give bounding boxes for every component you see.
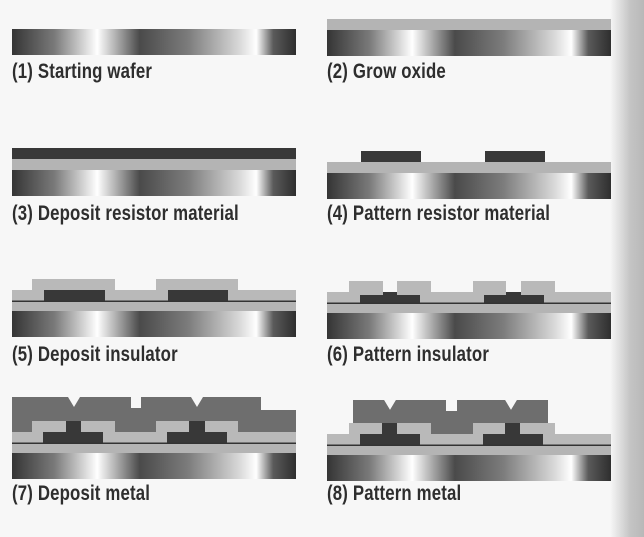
resistor-block xyxy=(361,151,421,162)
step-2-label: (2) Grow oxide xyxy=(327,60,446,83)
wafer xyxy=(12,170,296,196)
step-8-diagram xyxy=(327,400,611,481)
resistor-block xyxy=(168,290,228,301)
step-3-diagram xyxy=(12,148,296,196)
insulator-island xyxy=(349,423,382,434)
step-7-diagram xyxy=(12,397,296,479)
insulator-island xyxy=(349,281,383,295)
metal-via xyxy=(505,423,520,434)
insulator-island xyxy=(473,281,506,295)
oxide-layer xyxy=(327,19,611,30)
resistor-block xyxy=(360,292,420,303)
step-6-label: (6) Pattern insulator xyxy=(327,343,490,366)
wafer xyxy=(327,313,611,339)
wafer xyxy=(327,455,611,481)
wafer xyxy=(12,453,296,479)
metal-via xyxy=(382,423,397,434)
page-edge-shadow xyxy=(610,0,644,537)
interface-line xyxy=(12,300,296,302)
insulator-island xyxy=(473,423,505,434)
insulator-island xyxy=(397,423,431,434)
wafer xyxy=(327,173,611,199)
oxide-layer xyxy=(12,443,296,453)
wafer xyxy=(12,311,296,337)
metal-via xyxy=(66,421,81,432)
step-4-label: (4) Pattern resistor material xyxy=(327,202,551,225)
oxide-layer xyxy=(327,303,611,313)
wafer xyxy=(327,30,611,56)
step-3-label: (3) Deposit resistor material xyxy=(12,202,239,225)
oxide-layer xyxy=(327,162,611,173)
oxide-layer xyxy=(12,159,296,170)
oxide-layer xyxy=(12,301,296,311)
step-1-diagram xyxy=(12,29,296,55)
step-5-label: (5) Deposit insulator xyxy=(12,343,178,366)
resistor-block xyxy=(44,290,105,301)
resistor-block xyxy=(167,432,227,443)
step-7-label: (7) Deposit metal xyxy=(12,482,151,505)
insulator-base xyxy=(327,434,611,445)
resistor-block xyxy=(43,432,103,443)
step-8-label: (8) Pattern metal xyxy=(327,482,462,505)
metal-pattern-top xyxy=(353,400,548,423)
wafer xyxy=(12,29,296,55)
step-1-label: (1) Starting wafer xyxy=(12,60,153,83)
insulator-island xyxy=(397,281,431,295)
step-2-diagram xyxy=(327,19,611,56)
resistor-block xyxy=(483,434,543,445)
metal-via xyxy=(189,421,205,432)
insulator-island xyxy=(521,281,555,295)
resistor-block xyxy=(360,434,420,445)
resistor-layer xyxy=(12,148,296,159)
interface-line xyxy=(327,302,611,304)
interface-line xyxy=(327,444,611,446)
resistor-block xyxy=(485,151,545,162)
step-4-diagram xyxy=(327,151,611,199)
resistor-block xyxy=(484,292,544,303)
insulator-island xyxy=(520,423,555,434)
step-5-diagram xyxy=(12,279,296,337)
insulator-base xyxy=(327,292,611,303)
oxide-layer xyxy=(327,445,611,455)
step-6-diagram xyxy=(327,281,611,339)
interface-line xyxy=(12,442,296,444)
